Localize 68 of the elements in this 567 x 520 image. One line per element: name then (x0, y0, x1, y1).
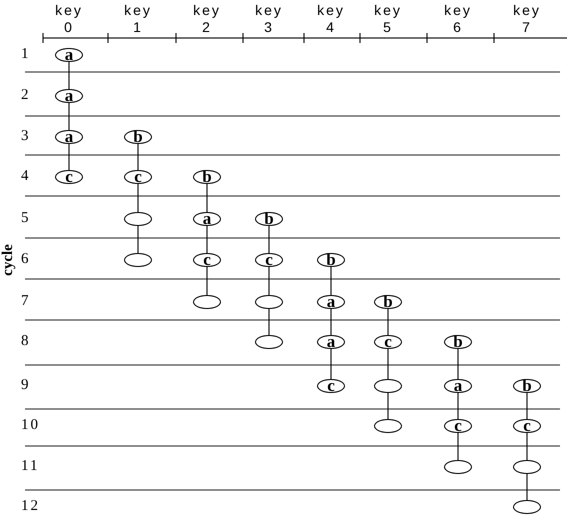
row-number: 9 (21, 377, 30, 393)
letter-ellipse: b (374, 295, 402, 309)
column-header: key 7 (512, 2, 542, 36)
letter-ellipse: b (317, 253, 345, 267)
letter-ellipse: b (444, 335, 472, 349)
letter-ellipse: b (124, 130, 152, 144)
letter-ellipse: c (317, 379, 345, 393)
row-number: 6 (21, 251, 30, 267)
connector-line (526, 432, 528, 460)
empty-ellipse (444, 460, 472, 474)
letter-ellipse: a (55, 48, 83, 62)
connector-line (268, 266, 270, 296)
row-number: 12 (21, 498, 40, 514)
connector-line (268, 308, 270, 336)
row-number: 8 (21, 333, 30, 349)
letter-ellipse: a (444, 379, 472, 393)
connector-line (268, 226, 270, 254)
axis-title: cycle (0, 244, 16, 276)
empty-ellipse (193, 295, 221, 309)
row-number: 1 (21, 46, 30, 62)
column-header: key 2 (192, 2, 222, 36)
connector-line (206, 266, 208, 296)
empty-ellipse (374, 419, 402, 433)
row-number: 11 (21, 458, 40, 474)
letter-ellipse: a (55, 130, 83, 144)
column-header: key 0 (54, 2, 84, 36)
column-header: key 4 (316, 2, 346, 36)
connector-line (330, 348, 332, 380)
empty-ellipse (374, 379, 402, 393)
connector-line (526, 474, 528, 500)
connector-line (330, 308, 332, 336)
row-number: 10 (21, 417, 40, 433)
letter-ellipse: c (374, 335, 402, 349)
connector-line (68, 102, 70, 130)
letter-ellipse: c (55, 170, 83, 184)
row-number: 7 (21, 293, 30, 309)
row-number: 2 (21, 87, 30, 103)
connector-line (206, 184, 208, 212)
letter-ellipse: a (55, 89, 83, 103)
letter-ellipse: c (255, 253, 283, 267)
connector-line (526, 392, 528, 420)
empty-ellipse (255, 335, 283, 349)
letter-ellipse: a (317, 335, 345, 349)
empty-ellipse (513, 460, 541, 474)
empty-ellipse (255, 295, 283, 309)
letter-ellipse: c (444, 419, 472, 433)
empty-ellipse (513, 500, 541, 514)
row-number: 3 (21, 128, 30, 144)
letter-ellipse: b (255, 212, 283, 226)
row-number: 4 (21, 168, 30, 184)
letter-ellipse: a (317, 295, 345, 309)
connector-line (330, 266, 332, 296)
letter-ellipse: a (193, 212, 221, 226)
row-number: 5 (21, 210, 30, 226)
letter-ellipse: c (124, 170, 152, 184)
column-header: key 1 (123, 2, 153, 36)
letter-ellipse: c (513, 419, 541, 433)
column-header: key 5 (373, 2, 403, 36)
letter-ellipse: c (193, 253, 221, 267)
empty-ellipse (124, 212, 152, 226)
connector-line (68, 62, 70, 90)
column-header: key 3 (254, 2, 284, 36)
connector-line (68, 144, 70, 170)
letter-ellipse: b (193, 170, 221, 184)
empty-ellipse (124, 253, 152, 267)
column-header: key 6 (443, 2, 473, 36)
connector-line (206, 226, 208, 254)
letter-ellipse: b (513, 379, 541, 393)
